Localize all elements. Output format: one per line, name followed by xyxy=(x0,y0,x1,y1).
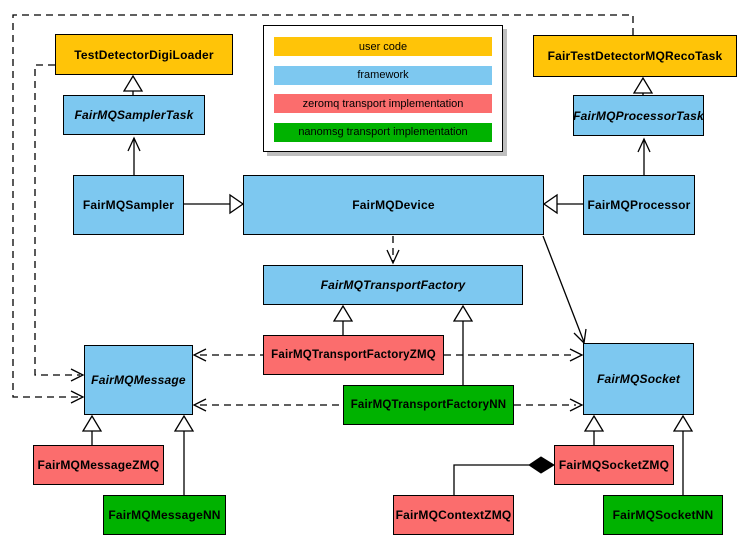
node-fairmqtransportfactorynn: FairMQTransportFactoryNN xyxy=(343,385,514,425)
edge-tfzmq-inherits-transportfactory xyxy=(332,304,354,335)
legend-item-zeromq: zeromq transport implementation xyxy=(274,94,492,114)
legend-item-user-code: user code xyxy=(274,37,492,56)
edge-recotask-inherits-processortask xyxy=(632,76,654,95)
node-fairmqprocessortask: FairMQProcessorTask xyxy=(573,95,704,136)
edge-recotask-to-message xyxy=(12,14,634,404)
edge-sampler-inherits-device xyxy=(184,193,245,215)
edge-processor-to-processortask xyxy=(637,137,651,175)
edge-tfzmq-to-message xyxy=(192,348,263,362)
edge-contextzmq-composition-socketzmq xyxy=(453,456,555,495)
edge-messagenn-inherits-message xyxy=(173,414,195,495)
node-testdetectordigiloader: TestDetectorDigiLoader xyxy=(55,34,233,75)
node-fairmqsocketzmq: FairMQSocketZMQ xyxy=(554,445,674,485)
edge-tfzmq-to-socket xyxy=(444,348,584,362)
node-fairmqsamplertask: FairMQSamplerTask xyxy=(63,95,205,135)
node-fairmqmessage: FairMQMessage xyxy=(84,345,193,415)
node-fairmqdevice: FairMQDevice xyxy=(243,175,544,235)
edge-tfnn-inherits-transportfactory xyxy=(452,304,474,385)
edge-device-to-socket xyxy=(542,235,587,345)
node-fairmqsampler: FairMQSampler xyxy=(73,175,184,235)
legend: user code framework zeromq transport imp… xyxy=(263,25,503,152)
node-fairmqsocketnn: FairMQSocketNN xyxy=(603,495,723,535)
node-fairmqcontextzmq: FairMQContextZMQ xyxy=(393,495,514,535)
edge-socketnn-inherits-socket xyxy=(672,414,694,495)
node-fairmqtransportfactoryzmq: FairMQTransportFactoryZMQ xyxy=(263,335,444,375)
edge-tfnn-to-socket xyxy=(514,398,584,412)
legend-item-framework: framework xyxy=(274,65,492,85)
edge-processor-inherits-device xyxy=(542,193,583,215)
node-fairmqprocessor: FairMQProcessor xyxy=(583,175,695,235)
edge-tfnn-to-message xyxy=(192,398,343,412)
node-fairmqsocket: FairMQSocket xyxy=(583,343,694,415)
edge-sampler-to-samplertask xyxy=(127,136,141,175)
node-fairmqmessagenn: FairMQMessageNN xyxy=(103,495,226,535)
legend-item-nanomsg: nanomsg transport implementation xyxy=(274,122,492,142)
edge-messagezmq-inherits-message xyxy=(81,414,103,445)
edge-digiloader-to-message xyxy=(34,64,85,382)
edge-device-to-transportfactory xyxy=(386,236,400,265)
node-fairmqmessagezmq: FairMQMessageZMQ xyxy=(33,445,164,485)
edge-socketzmq-inherits-socket xyxy=(583,414,605,445)
node-fairtestdetectormqrecotask: FairTestDetectorMQRecoTask xyxy=(533,35,737,77)
node-fairmqtransportfactory: FairMQTransportFactory xyxy=(263,265,523,305)
edge-digiloader-inherits-samplertask xyxy=(122,74,144,95)
